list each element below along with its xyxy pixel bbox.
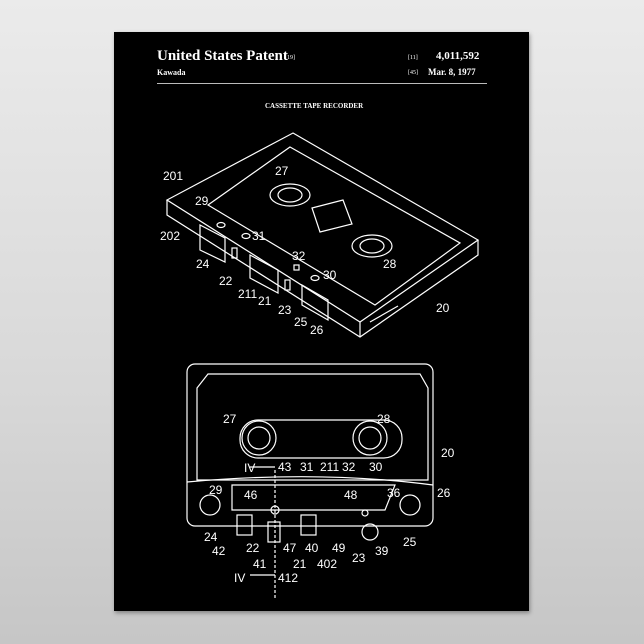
reference-numeral-label: 28 xyxy=(377,412,391,426)
reference-numeral-label: 27 xyxy=(223,412,237,426)
reference-numeral-label: 21 xyxy=(293,557,307,571)
reference-numeral-label: 202 xyxy=(160,229,180,243)
reference-numeral-label: 22 xyxy=(219,274,233,288)
reference-numeral-label: 24 xyxy=(204,530,218,544)
reference-numeral-label: 402 xyxy=(317,557,337,571)
reference-numeral-label: 201 xyxy=(163,169,183,183)
reference-numeral-label: IV xyxy=(234,571,245,585)
top-figure-labels: 201 202 29 27 24 22 31 211 21 32 30 28 2… xyxy=(160,164,450,337)
reference-numeral-label: 23 xyxy=(352,551,366,565)
reference-numeral-label: 39 xyxy=(375,544,389,558)
reference-numeral-label: 46 xyxy=(244,488,258,502)
reference-numeral-label: 25 xyxy=(294,315,308,329)
reference-numeral-label: 30 xyxy=(323,268,337,282)
reference-numeral-label: 23 xyxy=(278,303,292,317)
reference-numeral-label: 32 xyxy=(342,460,356,474)
reference-numeral-label: 24 xyxy=(196,257,210,271)
reference-numeral-label: IV xyxy=(244,461,255,475)
reference-numeral-label: 22 xyxy=(246,541,260,555)
reference-numeral-label: 21 xyxy=(258,294,272,308)
reference-numeral-label: 29 xyxy=(195,194,209,208)
reference-numeral-label: 25 xyxy=(403,535,417,549)
reference-numeral-label: 32 xyxy=(292,249,306,263)
reference-numeral-label: 43 xyxy=(278,460,292,474)
reference-numeral-label: 412 xyxy=(278,571,298,585)
reference-numeral-label: 31 xyxy=(300,460,314,474)
reference-numeral-label: 20 xyxy=(436,301,450,315)
reference-numeral-label: 49 xyxy=(332,541,346,555)
reference-numeral-label: 36 xyxy=(387,486,401,500)
reference-numeral-label: 26 xyxy=(437,486,451,500)
reference-numeral-label: 31 xyxy=(252,229,266,243)
reference-numeral-label: 47 xyxy=(283,541,297,555)
reference-numeral-label: 41 xyxy=(253,557,267,571)
reference-numeral-label: 29 xyxy=(209,483,223,497)
reference-numeral-label: 26 xyxy=(310,323,324,337)
reference-numeral-label: 30 xyxy=(369,460,383,474)
reference-numeral-label: 211 xyxy=(320,460,339,474)
cassette-isometric-figure xyxy=(167,133,478,337)
reference-numeral-label: 27 xyxy=(275,164,289,178)
reference-numeral-label: 40 xyxy=(305,541,319,555)
reference-numeral-label: 211 xyxy=(238,287,257,301)
reference-numeral-label: 28 xyxy=(383,257,397,271)
reference-numeral-label: 42 xyxy=(212,544,226,558)
reference-numeral-label: 48 xyxy=(344,488,358,502)
reference-numeral-label: 20 xyxy=(441,446,455,460)
cassette-plan-figure xyxy=(187,364,433,600)
